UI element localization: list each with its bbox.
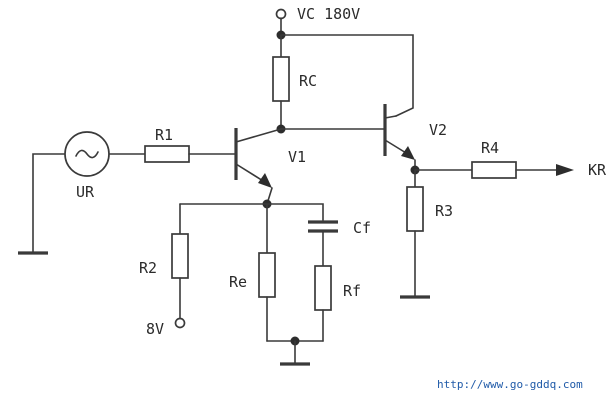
label-re: Re xyxy=(229,273,247,291)
resistor-r2 xyxy=(171,233,189,279)
label-bias: 8V xyxy=(146,320,164,338)
resistor-r3 xyxy=(406,186,424,232)
resistor-rf xyxy=(314,265,332,311)
resistor-r4 xyxy=(471,161,517,179)
resistor-rc xyxy=(272,56,290,102)
capacitor-cf xyxy=(308,220,338,233)
label-supply: VC 180V xyxy=(297,5,360,23)
label-r2: R2 xyxy=(139,259,157,277)
transistor-v1 xyxy=(234,128,282,188)
transistor-v2 xyxy=(383,104,415,160)
label-r3: R3 xyxy=(435,202,453,220)
signal-source-ur xyxy=(64,131,110,177)
bias-terminal xyxy=(174,317,186,329)
label-cf: Cf xyxy=(353,219,371,237)
label-v2: V2 xyxy=(429,121,447,139)
label-kr: KR xyxy=(588,161,607,179)
label-rf: Rf xyxy=(343,282,361,300)
label-ur: UR xyxy=(76,183,95,201)
watermark-url: http://www.go-gddq.com xyxy=(437,378,583,391)
label-r4: R4 xyxy=(481,139,499,157)
resistor-re xyxy=(258,252,276,298)
label-rc: RC xyxy=(299,72,317,90)
supply-to-v2-collector-wire xyxy=(280,34,414,117)
label-r1: R1 xyxy=(155,126,173,144)
label-v1: V1 xyxy=(288,148,306,166)
resistor-r1 xyxy=(144,145,190,163)
output-arrow xyxy=(556,164,574,176)
